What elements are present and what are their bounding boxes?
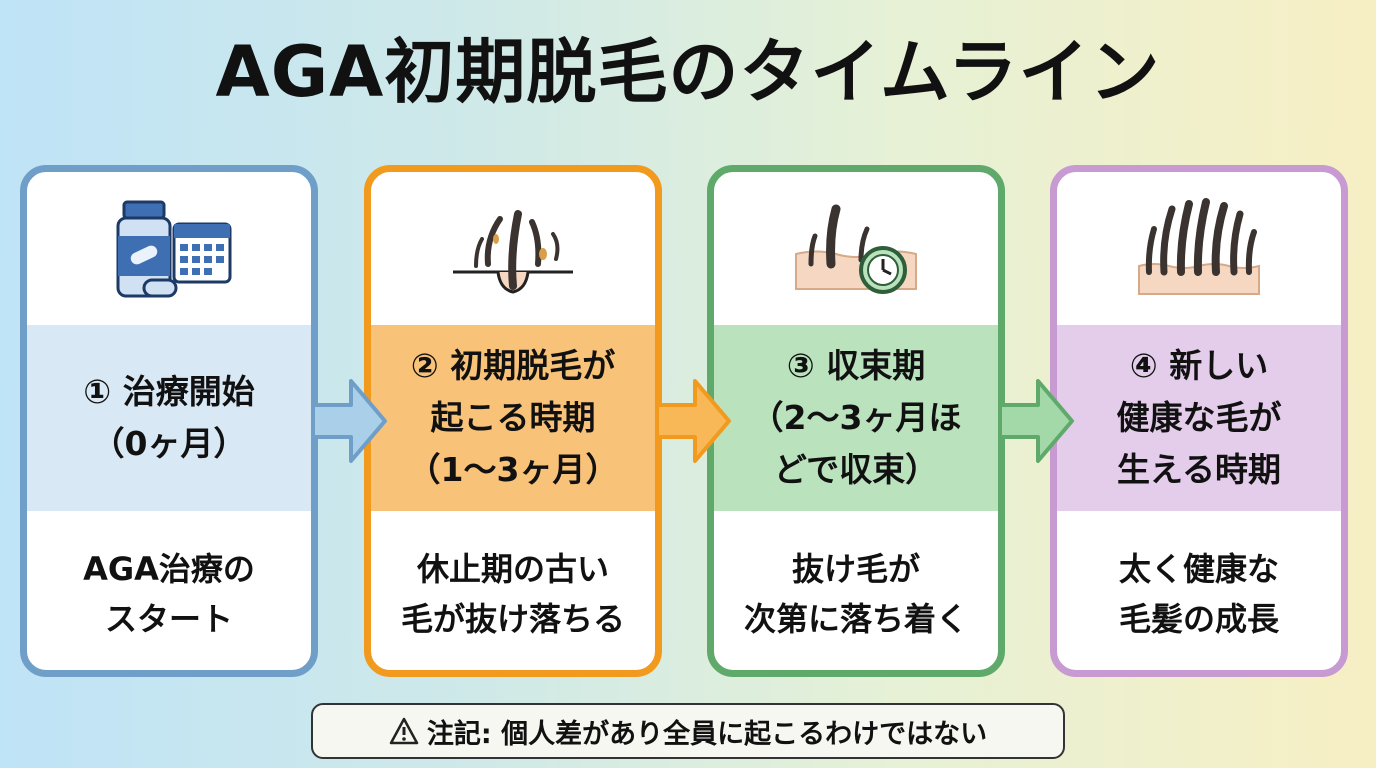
warning-icon	[389, 717, 419, 745]
step-label: ① 治療開始 （0ヶ月）	[27, 325, 311, 511]
step-description-line: 毛髪の成長	[1118, 600, 1279, 638]
step-description-line: 太く健康な	[1118, 550, 1279, 588]
step-description-line: 抜け毛が	[791, 550, 920, 588]
step-label-line: 生える時期	[1116, 450, 1281, 489]
step-label-line: ① 治療開始	[83, 372, 255, 411]
step-card-3: ③ 収束期 （2〜3ヶ月ほ どで収束） 抜け毛が 次第に落ち着く	[707, 165, 1005, 677]
step-label-line: （0ヶ月）	[91, 424, 247, 463]
step-description-line: 休止期の古い	[416, 550, 609, 588]
step-label: ④ 新しい 健康な毛が 生える時期	[1057, 325, 1341, 511]
step-description: 休止期の古い 毛が抜け落ちる	[371, 511, 655, 670]
healthy-hair-icon	[1057, 172, 1341, 325]
step-description-line: AGA治療の	[83, 550, 255, 588]
step-label-line: ③ 収束期	[786, 346, 926, 385]
step-description: 抜け毛が 次第に落ち着く	[714, 511, 998, 670]
disclaimer-note: 注記: 個人差があり全員に起こるわけではない	[311, 703, 1065, 759]
step-label-line: ② 初期脱毛が	[410, 346, 616, 385]
disclaimer-text: 注記: 個人差があり全員に起こるわけではない	[426, 718, 988, 750]
step-card-1: ① 治療開始 （0ヶ月） AGA治療の スタート	[20, 165, 318, 677]
step-description: 太く健康な 毛髪の成長	[1057, 511, 1341, 670]
step-label-line: （2〜3ヶ月ほ	[750, 398, 962, 437]
step-label-line: 健康な毛が	[1116, 398, 1282, 437]
step-card-4: ④ 新しい 健康な毛が 生える時期 太く健康な 毛髪の成長	[1050, 165, 1348, 677]
hair-clock-icon	[714, 172, 998, 325]
step-card-2: ② 初期脱毛が 起こる時期 （1〜3ヶ月） 休止期の古い 毛が抜け落ちる	[364, 165, 662, 677]
step-description: AGA治療の スタート	[27, 511, 311, 670]
arrow-right-icon	[311, 379, 387, 463]
page-title: AGA初期脱毛のタイムライン	[215, 31, 1161, 113]
step-label-line: 起こる時期	[430, 398, 596, 437]
arrow-right-icon	[655, 379, 731, 463]
shedding-hair-icon	[371, 172, 655, 325]
step-label-line: （1〜3ヶ月）	[407, 450, 619, 489]
step-label: ③ 収束期 （2〜3ヶ月ほ どで収束）	[714, 325, 998, 511]
step-label-line: どで収束）	[773, 450, 939, 489]
medicine-calendar-icon	[27, 172, 311, 325]
step-description-line: 次第に落ち着く	[743, 600, 968, 638]
step-description-line: スタート	[104, 600, 233, 638]
step-label: ② 初期脱毛が 起こる時期 （1〜3ヶ月）	[371, 325, 655, 511]
step-label-line: ④ 新しい	[1129, 346, 1269, 385]
step-description-line: 毛が抜け落ちる	[400, 600, 625, 638]
arrow-right-icon	[998, 379, 1074, 463]
